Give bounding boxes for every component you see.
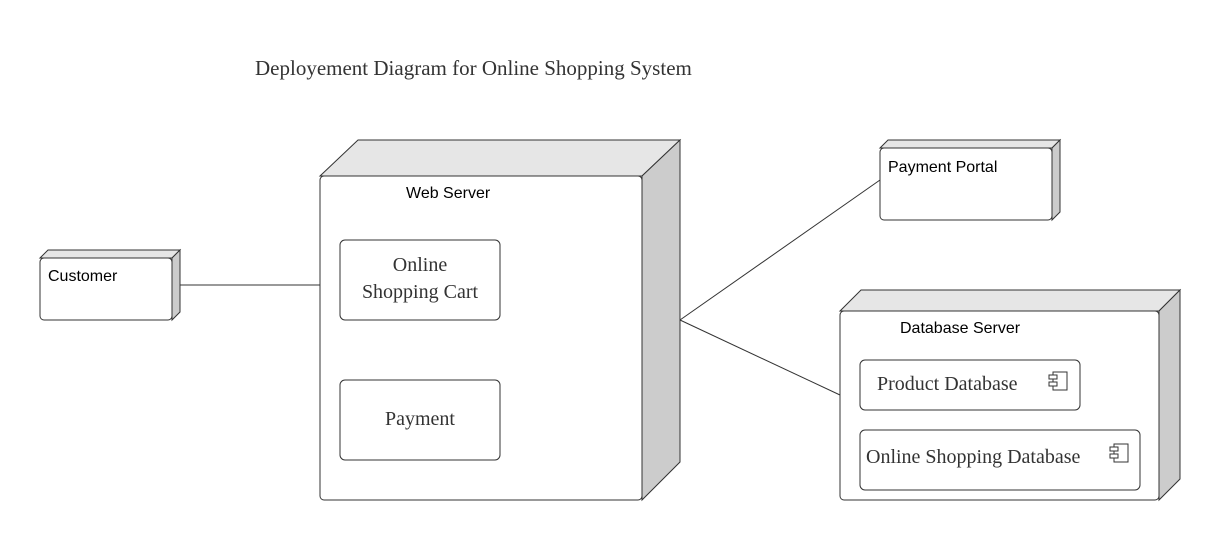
component-product-database-label: Product Database: [877, 373, 1018, 395]
node-customer-side: [171, 248, 181, 322]
artifact-cart-label-line2: Shopping Cart: [362, 281, 479, 303]
node-database-server-side: [1158, 288, 1181, 502]
link-webserver-paymentportal: [679, 179, 881, 321]
node-web-server-top: [318, 139, 682, 177]
artifact-cart-box: [339, 239, 501, 321]
link-webserver-databaseserver: [679, 319, 841, 396]
connections: [180, 179, 881, 396]
artifact-online-shopping-cart[interactable]: Online Shopping Cart: [339, 239, 501, 321]
node-customer-top: [38, 249, 182, 259]
node-payment-portal-top: [878, 139, 1062, 149]
node-customer[interactable]: Customer: [38, 248, 182, 322]
artifact-payment-label: Payment: [385, 408, 455, 430]
artifact-payment-box: [339, 379, 501, 461]
node-payment-portal-side: [1051, 138, 1061, 222]
artifact-payment[interactable]: Payment: [339, 379, 501, 461]
node-payment-portal-face: [879, 147, 1053, 221]
component-icon: [1048, 371, 1068, 391]
node-customer-face: [39, 257, 173, 321]
component-product-database-box: [859, 359, 1081, 411]
node-database-server-label: Database Server: [900, 320, 1021, 337]
node-payment-portal[interactable]: Payment Portal: [878, 138, 1062, 222]
node-database-server-top: [838, 289, 1182, 312]
node-web-server[interactable]: Web Server Online Shopping Cart Payment: [318, 138, 682, 502]
diagram-title: Deployement Diagram for Online Shopping …: [255, 56, 692, 80]
component-online-shopping-database-label: Online Shopping Database: [866, 446, 1081, 468]
component-online-shopping-database-box: [859, 429, 1141, 491]
artifact-cart-label-line1: Online: [393, 254, 448, 276]
node-web-server-label: Web Server: [406, 185, 491, 202]
component-online-shopping-database[interactable]: Online Shopping Database: [859, 429, 1141, 491]
node-database-server[interactable]: Database Server Product Database Online …: [838, 288, 1182, 502]
node-customer-label: Customer: [48, 268, 118, 285]
node-web-server-side: [641, 138, 681, 502]
component-icon: [1109, 443, 1129, 463]
node-payment-portal-label: Payment Portal: [888, 159, 997, 176]
component-product-database[interactable]: Product Database: [859, 359, 1081, 411]
